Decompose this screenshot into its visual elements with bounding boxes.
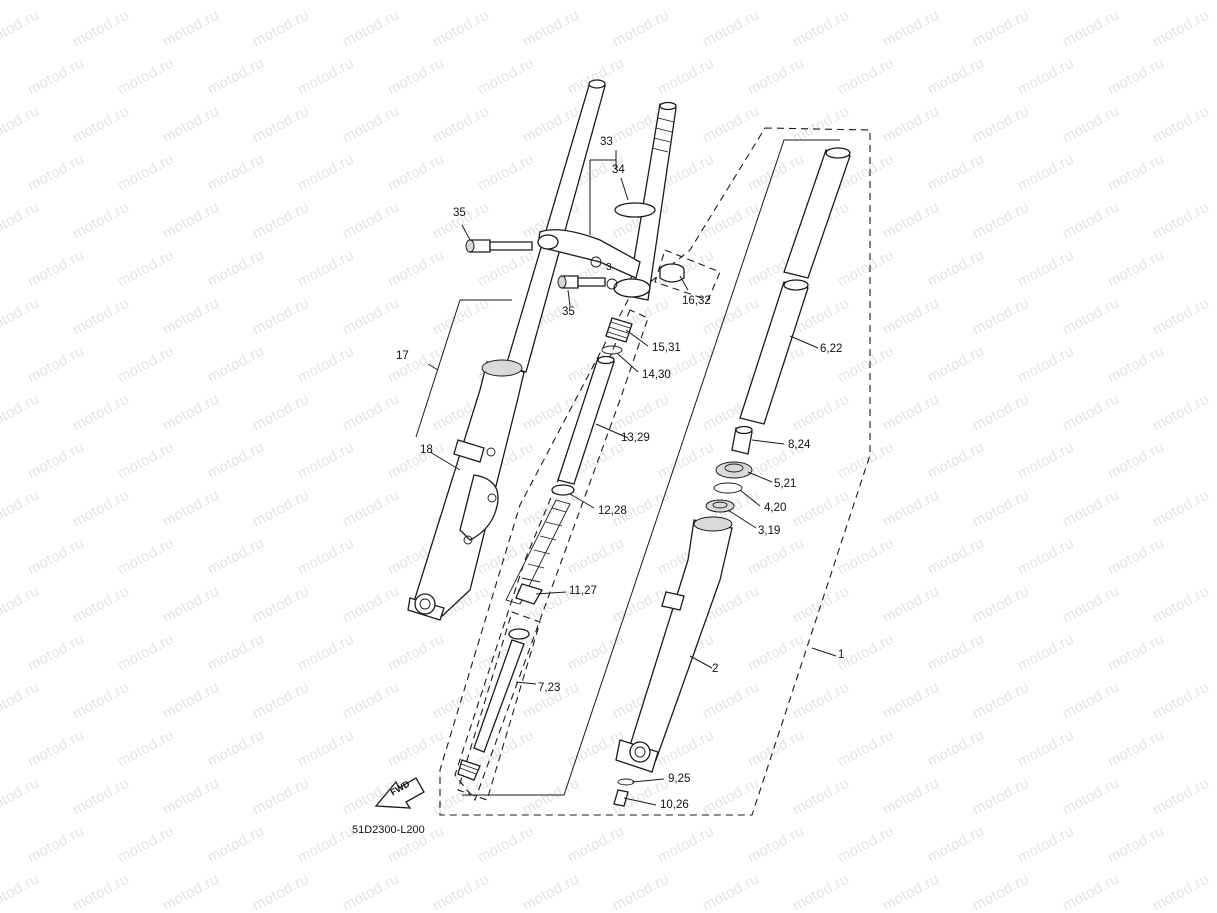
callout-5-21: 5,21	[774, 478, 797, 490]
pinch-bolt-35a	[465, 239, 533, 253]
callout-17: 17	[396, 350, 409, 362]
clip-4	[713, 482, 743, 494]
cap-box-outline	[654, 249, 721, 301]
callout-35-bottom: 35	[562, 306, 575, 318]
callout-16-32: 16,32	[682, 295, 711, 307]
callout-12-28: 12,28	[598, 505, 627, 517]
bolt-10	[613, 789, 629, 807]
washer-9	[617, 778, 635, 786]
spring-15	[605, 317, 633, 343]
callout-4-20: 4,20	[764, 502, 787, 514]
callout-6-22: 6,22	[820, 343, 843, 355]
callout-18: 18	[420, 444, 433, 456]
callout-1: 1	[838, 649, 845, 661]
cap-bolt-16	[659, 263, 685, 283]
assembly-1-outline	[439, 127, 871, 816]
callout-7-23: 7,23	[538, 682, 561, 694]
callout-3-19: 3,19	[758, 525, 781, 537]
washer-14	[601, 345, 623, 355]
leader-lines	[415, 139, 840, 806]
fwd-arrow-icon	[374, 777, 425, 809]
spacer-13	[557, 355, 615, 485]
seat-12	[551, 484, 575, 496]
callout-13-29: 13,29	[621, 432, 650, 444]
callout-8-24: 8,24	[788, 439, 811, 451]
callout-34: 34	[612, 164, 625, 176]
outer-tube-2	[615, 516, 733, 773]
callout-15-31: 15,31	[652, 342, 681, 354]
slide-bushing-8	[731, 425, 753, 455]
damper-rod-7	[457, 628, 530, 781]
steering-stem-34	[537, 101, 677, 301]
callout-11-27: 11,27	[569, 585, 597, 597]
spring-11	[505, 499, 571, 605]
callout-10-26: 10,26	[660, 799, 689, 811]
dust-seal-5	[715, 461, 753, 479]
callout-33: 33	[600, 136, 613, 148]
callout-2: 2	[712, 663, 719, 675]
callout-3-small: 3	[606, 262, 612, 273]
callout-14-30: 14,30	[642, 369, 671, 381]
inner-tube-6	[739, 147, 851, 425]
pinch-bolt-35b	[557, 275, 606, 289]
inner-tube-17	[505, 79, 606, 373]
diagram-code: 51D2300-L200	[352, 824, 425, 836]
damper-group-outline	[454, 309, 649, 802]
oil-seal-3	[705, 499, 735, 513]
callout-9-25: 9,25	[668, 773, 691, 785]
outer-tube-18	[407, 359, 525, 621]
callout-35-top: 35	[453, 207, 466, 219]
